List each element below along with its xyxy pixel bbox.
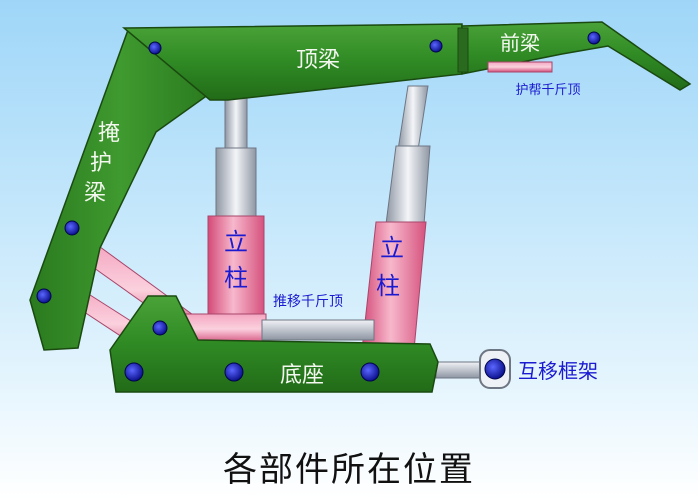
label-leg-left-2: 柱	[224, 264, 248, 292]
pin-base-right	[360, 362, 380, 382]
pin-canopy-right	[429, 39, 443, 53]
base	[109, 295, 439, 393]
label-frame-advance: 互移框架	[518, 359, 598, 383]
pin-front-beam	[587, 31, 601, 45]
push-jack-rod	[261, 319, 375, 341]
pin-shield-low	[36, 288, 52, 304]
left-leg-rod-upper	[224, 91, 248, 153]
label-front-beam: 前梁	[500, 31, 540, 55]
label-base: 底座	[280, 363, 324, 388]
label-push-jack: 推移千斤顶	[273, 294, 343, 310]
hydraulic-support-diagram: 顶梁 前梁 护帮千斤顶 掩 护 梁 立 柱 立 柱 推移千斤顶 底座 互移框架	[29, 21, 692, 393]
pin-frame-advance	[484, 358, 506, 380]
label-shield-beam-2: 护	[90, 151, 112, 176]
label-shield-beam-1: 掩	[98, 121, 120, 146]
pin-shield-mid	[64, 220, 80, 236]
label-shield-beam-3: 梁	[84, 181, 106, 206]
label-canopy: 顶梁	[296, 48, 340, 73]
right-leg-cap	[385, 145, 431, 225]
pin-base-left	[124, 362, 144, 382]
label-leg-left-1: 立	[224, 228, 248, 256]
side-guard-jack	[487, 61, 553, 73]
canopy-beam	[121, 23, 463, 101]
label-leg-right-2: 柱	[376, 272, 400, 300]
caption: 各部件所在位置	[223, 450, 475, 490]
canopy-hinge	[457, 27, 469, 73]
pin-base-mid	[224, 362, 244, 382]
left-leg-cap	[215, 147, 257, 219]
label-side-guard-jack: 护帮千斤顶	[515, 83, 580, 98]
shield-beam	[29, 28, 214, 351]
label-leg-right-1: 立	[380, 234, 404, 262]
pin-canopy-left	[148, 41, 162, 55]
front-beam	[461, 21, 692, 91]
pin-base-link	[152, 320, 168, 336]
right-leg-rod-upper	[397, 85, 429, 151]
